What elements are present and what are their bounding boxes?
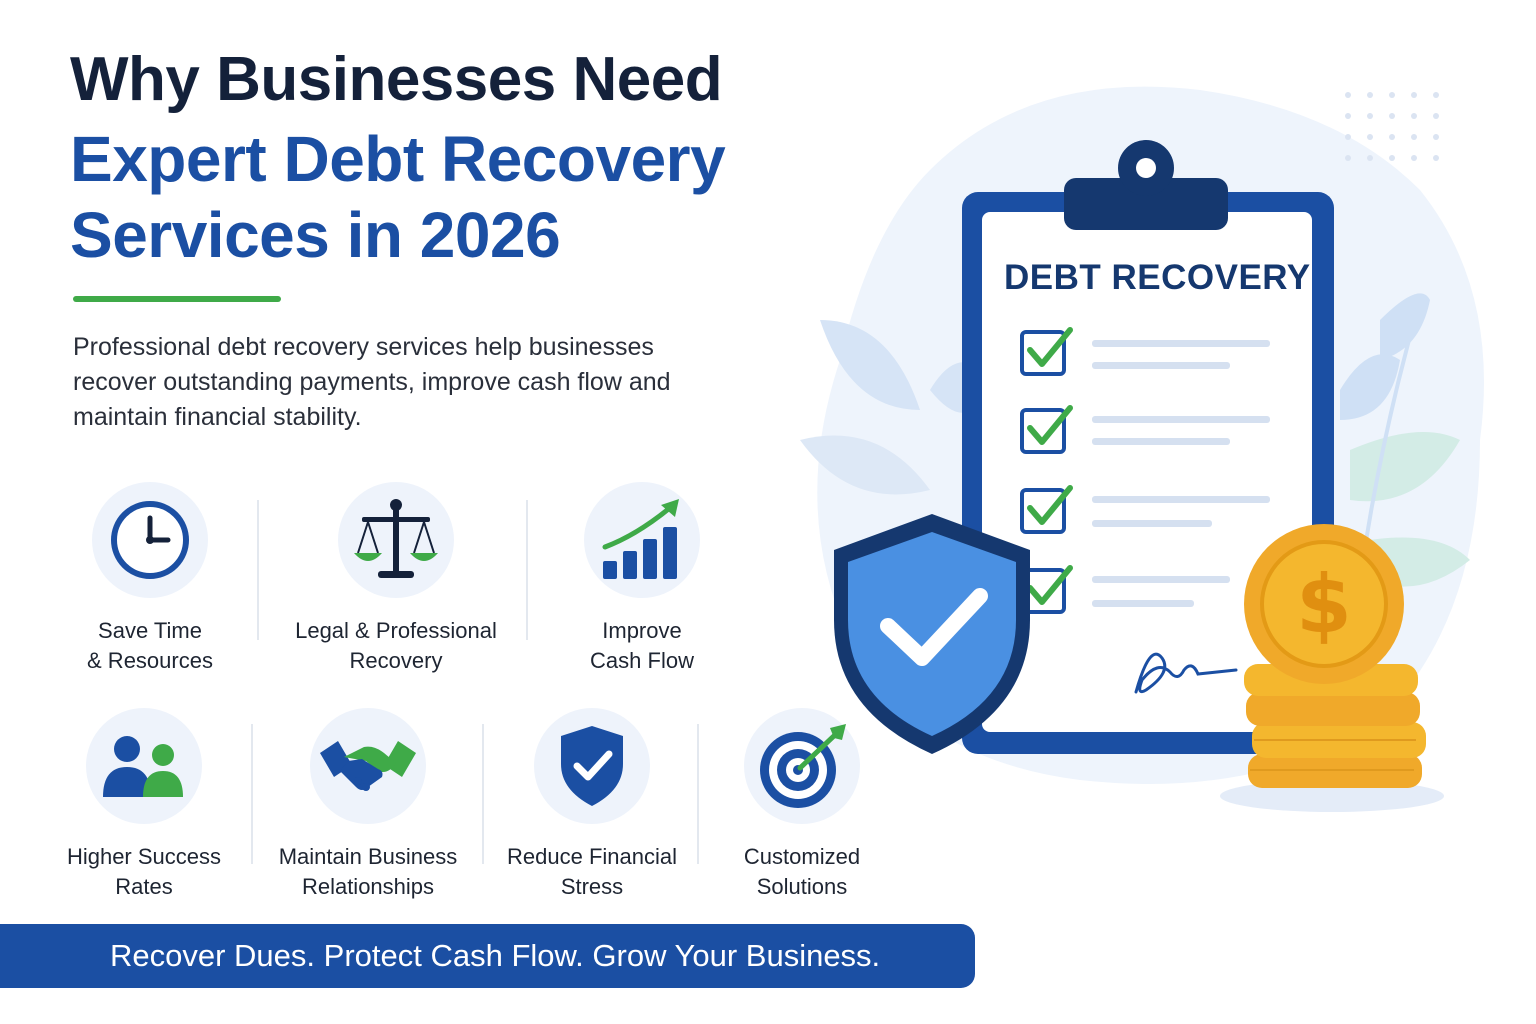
- feature-label: Reduce Financial: [507, 844, 677, 869]
- heading-line-1: Why Businesses Need: [70, 45, 723, 114]
- divider: [526, 500, 528, 640]
- shield-check-badge: [834, 514, 1030, 754]
- feature-label: Improve: [602, 618, 682, 643]
- feature-label: Maintain Business: [278, 844, 458, 869]
- heading-underline: [73, 296, 281, 302]
- feature-label: Relationships: [301, 874, 435, 899]
- clipboard-title: DEBT RECOVERY: [1004, 258, 1311, 297]
- divider: [697, 724, 699, 864]
- debt-recovery-illustration: $: [800, 86, 1484, 812]
- feature-label: Higher Success: [66, 844, 222, 869]
- svg-text:$: $: [1296, 558, 1352, 651]
- divider: [482, 724, 484, 864]
- feature-label: Cash Flow: [590, 648, 694, 673]
- feature-label: Solutions: [756, 874, 848, 899]
- dot-grid: [1345, 92, 1439, 161]
- feature-save-time: Save Time & Resources: [40, 482, 260, 676]
- heading-line-3: Services in 2026: [70, 199, 561, 271]
- feature-label: Stress: [560, 874, 624, 899]
- intro-paragraph: Professional debt recovery services help…: [73, 333, 671, 431]
- feature-label: Customized: [743, 844, 861, 869]
- coin-stack: $: [1220, 524, 1444, 812]
- feature-label: Recovery: [349, 648, 443, 673]
- feature-label: & Resources: [87, 648, 213, 673]
- feature-label: Legal & Professional: [295, 618, 497, 643]
- divider: [251, 724, 253, 864]
- feature-label: Save Time: [98, 618, 202, 643]
- scales-icon: [338, 482, 454, 598]
- target-icon: [744, 708, 860, 824]
- people-icon: [86, 708, 202, 824]
- tagline-banner: Recover Dues. Protect Cash Flow. Grow Yo…: [0, 924, 975, 988]
- growth-chart-icon: [584, 482, 700, 598]
- tagline-text: Recover Dues. Protect Cash Flow. Grow Yo…: [110, 938, 881, 973]
- feature-label: Rates: [115, 874, 173, 899]
- divider: [257, 500, 259, 640]
- heading-line-2: Expert Debt Recovery: [70, 123, 726, 195]
- signature-squiggle: [1134, 652, 1238, 694]
- clock-icon: [92, 482, 208, 598]
- handshake-icon: [310, 708, 426, 824]
- shield-check-icon: [534, 708, 650, 824]
